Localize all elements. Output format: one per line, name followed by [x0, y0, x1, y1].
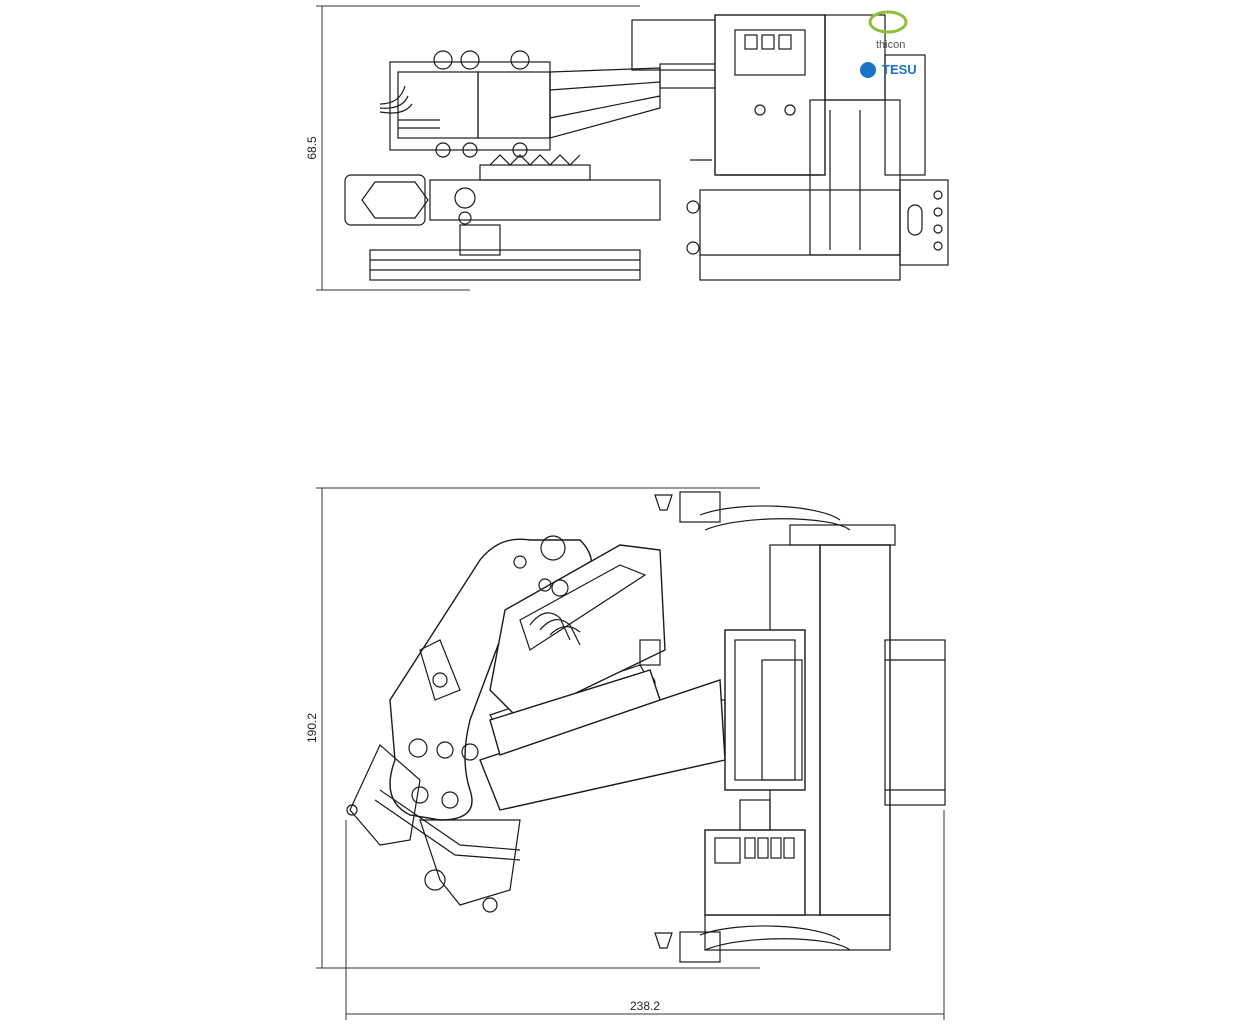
brand-logo: thicon TESU — [860, 10, 917, 78]
logo-text-thicon: thicon — [876, 39, 905, 51]
dimension-label-bottom-height: 190.2 — [305, 713, 319, 743]
dimension-bottom-width: 238.2 — [345, 810, 945, 1020]
dimension-top-height: 68.5 — [305, 5, 640, 291]
logo-swoosh-icon — [868, 10, 908, 34]
side-view: 190.2 238.2 — [305, 487, 946, 1020]
logo-globe-icon — [860, 62, 876, 78]
dimension-bottom-height: 190.2 — [305, 487, 760, 969]
logo-text-tesu: TESU — [882, 62, 917, 77]
dimension-label-top-height: 68.5 — [305, 136, 319, 160]
dimension-label-bottom-width: 238.2 — [630, 999, 660, 1013]
top-view: 68.5 — [305, 5, 949, 291]
